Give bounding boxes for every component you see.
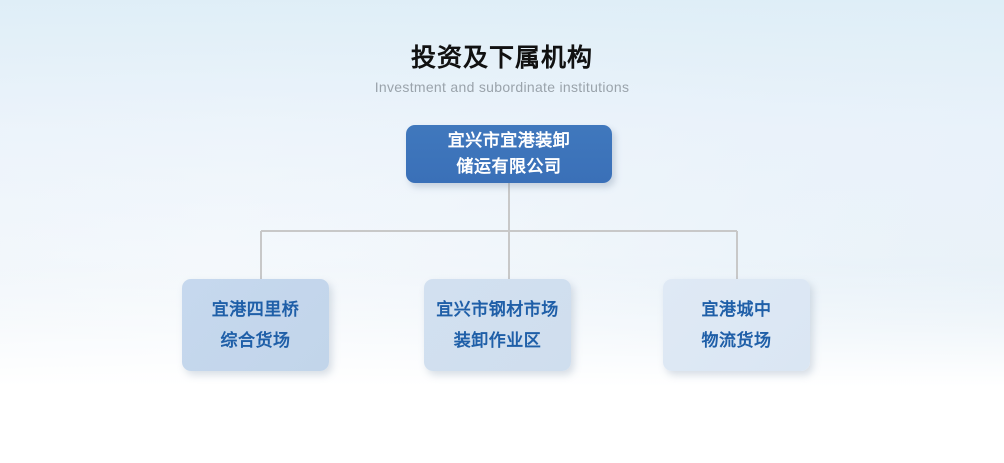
org-node-root[interactable]: 宜兴市宜港装卸 储运有限公司 [406,125,612,183]
org-node-child-1[interactable]: 宜兴市钢材市场 装卸作业区 [424,279,571,371]
org-node-child-2-line1: 宜港城中 [701,300,772,319]
org-node-child-0-line1: 宜港四里桥 [211,300,300,319]
org-node-child-2-line2: 物流货场 [701,331,772,350]
page-header: 投资及下属机构 Investment and subordinate insti… [0,42,1004,96]
org-node-child-1-line2: 装卸作业区 [453,331,542,350]
org-node-root-line2: 储运有限公司 [456,157,562,176]
org-node-child-2[interactable]: 宜港城中 物流货场 [663,279,810,371]
org-node-root-line1: 宜兴市宜港装卸 [447,131,571,150]
page-title: 投资及下属机构 [410,44,593,72]
page-subtitle: Investment and subordinate institutions [374,79,630,95]
org-node-child-0-line2: 综合货场 [220,331,291,350]
org-node-child-0[interactable]: 宜港四里桥 综合货场 [182,279,329,371]
org-node-child-1-line1: 宜兴市钢材市场 [436,300,559,319]
